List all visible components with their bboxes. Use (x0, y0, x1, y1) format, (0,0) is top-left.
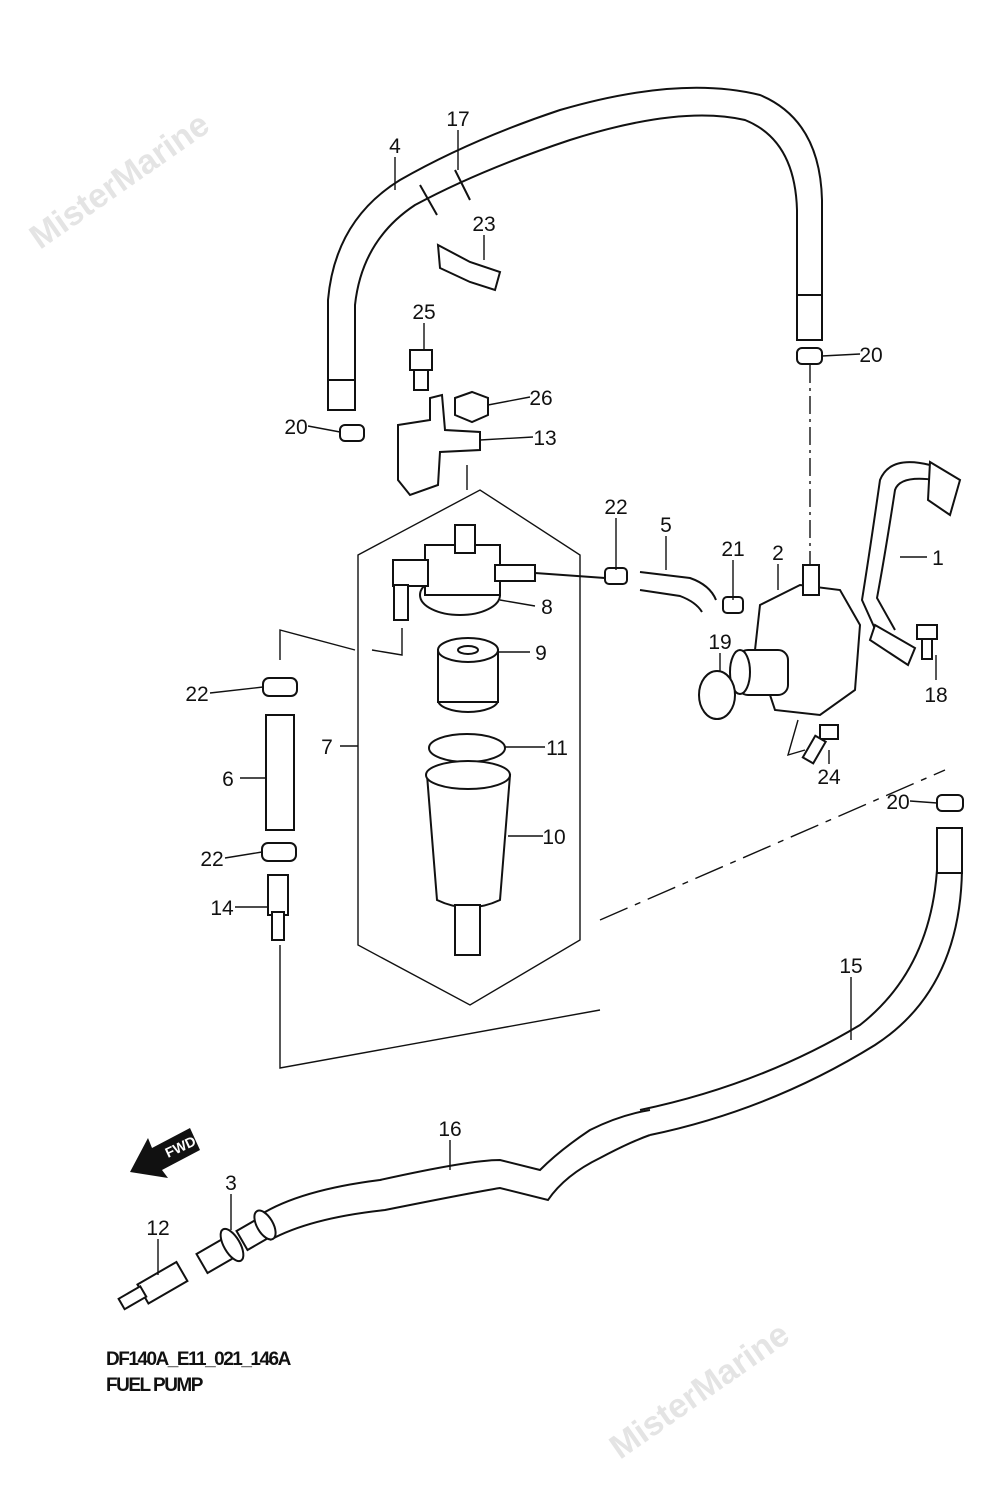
hose-16 (259, 1109, 651, 1241)
bracket-13 (397, 393, 481, 497)
callout-2: 2 (772, 542, 784, 565)
pipe-1 (860, 461, 936, 641)
callout-20: 20 (284, 416, 307, 439)
callout-26: 26 (529, 387, 552, 410)
bolt-24 (801, 724, 839, 765)
callout-22: 22 (604, 496, 627, 519)
hose-15 (639, 840, 963, 1136)
callout-6: 6 (222, 768, 234, 791)
diagram-title: FUEL PUMP (106, 1375, 203, 1396)
o-ring-11 (428, 733, 506, 763)
callout-8: 8 (541, 596, 553, 619)
callout-3: 3 (225, 1172, 237, 1195)
callout-12: 12 (146, 1217, 169, 1240)
callout-20: 20 (859, 344, 882, 367)
tube-6-assembly (261, 677, 298, 941)
clamp-23 (436, 243, 502, 292)
callout-25: 25 (412, 301, 435, 324)
callout-22: 22 (185, 683, 208, 706)
callout-13: 13 (533, 427, 556, 450)
callout-16: 16 (438, 1118, 461, 1141)
callout-23: 23 (472, 213, 495, 236)
fuel-pump-2 (729, 564, 862, 717)
callout-7: 7 (321, 736, 333, 759)
callout-14: 14 (210, 897, 234, 920)
pipe-12 (117, 1260, 189, 1311)
nut-26 (454, 390, 489, 424)
callout-9: 9 (535, 642, 547, 665)
callout-17: 17 (446, 108, 469, 131)
callout-24: 24 (817, 766, 841, 789)
callout-15: 15 (839, 955, 862, 978)
bolt-18 (916, 624, 938, 660)
fwd-arrow-icon: FWD (130, 1128, 200, 1178)
watermark-text: MisterMarine (23, 105, 217, 256)
bolt-25 (409, 349, 433, 391)
callout-20: 20 (886, 791, 909, 814)
clamp-22-right (604, 567, 628, 585)
diagram-code: DF140A_E11_021_146A (106, 1349, 291, 1370)
leader-lines (157, 130, 938, 1275)
callout-1: 1 (932, 547, 944, 570)
filter-head-8 (392, 524, 536, 621)
callout-5: 5 (660, 514, 672, 537)
filter-case-10 (425, 760, 512, 956)
callouts: 17 4 23 25 20 26 20 13 22 5 21 2 1 8 9 1… (146, 108, 947, 1240)
callout-19: 19 (708, 631, 731, 654)
callout-10: 10 (542, 826, 565, 849)
connector-3 (195, 1209, 277, 1275)
callout-11: 11 (546, 737, 568, 760)
callout-22: 22 (200, 848, 223, 871)
o-ring-19 (698, 670, 736, 720)
callout-18: 18 (924, 684, 947, 707)
callout-4: 4 (389, 135, 401, 158)
watermark-text: MisterMarine (603, 1315, 797, 1466)
filter-assembly-outline (357, 489, 581, 1006)
clamps-20 (339, 347, 964, 812)
callout-21: 21 (721, 538, 744, 561)
hose-top (327, 86, 823, 411)
filter-element-9 (437, 637, 499, 713)
